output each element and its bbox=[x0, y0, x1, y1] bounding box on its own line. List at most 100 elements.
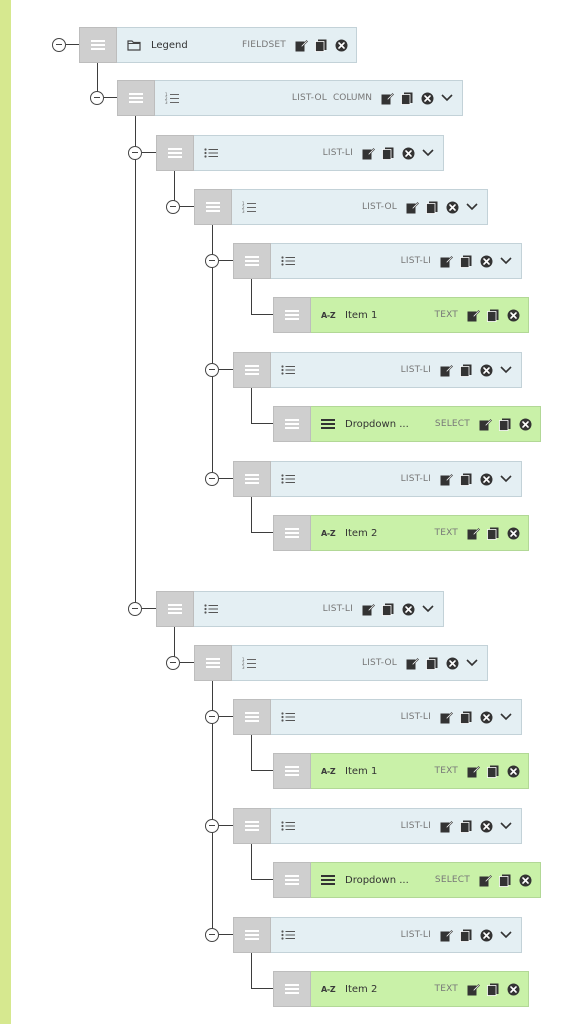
copy-icon[interactable] bbox=[498, 417, 512, 431]
copy-icon[interactable] bbox=[381, 146, 395, 160]
drag-handle-icon[interactable] bbox=[233, 243, 271, 279]
delete-icon[interactable] bbox=[506, 764, 520, 778]
copy-icon[interactable] bbox=[459, 472, 473, 486]
drag-handle-icon[interactable] bbox=[156, 591, 194, 627]
drag-handle-icon[interactable] bbox=[273, 297, 311, 333]
collapse-toggle-icon[interactable] bbox=[52, 38, 66, 52]
list-li-node[interactable]: LIST-LI bbox=[233, 461, 522, 497]
chevron-down-icon[interactable] bbox=[465, 656, 479, 670]
edit-icon[interactable] bbox=[361, 146, 375, 160]
drag-handle-icon[interactable] bbox=[233, 461, 271, 497]
edit-icon[interactable] bbox=[466, 982, 480, 996]
delete-icon[interactable] bbox=[479, 819, 493, 833]
collapse-toggle-icon[interactable] bbox=[166, 656, 180, 670]
delete-icon[interactable] bbox=[445, 656, 459, 670]
list-li-node[interactable]: LIST-LI bbox=[156, 591, 444, 627]
copy-icon[interactable] bbox=[459, 363, 473, 377]
copy-icon[interactable] bbox=[459, 254, 473, 268]
copy-icon[interactable] bbox=[459, 928, 473, 942]
list-li-node[interactable]: LIST-LI bbox=[233, 808, 522, 844]
edit-icon[interactable] bbox=[361, 602, 375, 616]
delete-icon[interactable] bbox=[479, 710, 493, 724]
copy-icon[interactable] bbox=[486, 308, 500, 322]
delete-icon[interactable] bbox=[420, 91, 434, 105]
collapse-toggle-icon[interactable] bbox=[128, 146, 142, 160]
list-li-node[interactable]: LIST-LI bbox=[233, 917, 522, 953]
edit-icon[interactable] bbox=[405, 656, 419, 670]
copy-icon[interactable] bbox=[314, 38, 328, 52]
delete-icon[interactable] bbox=[506, 308, 520, 322]
drag-handle-icon[interactable] bbox=[273, 862, 311, 898]
delete-icon[interactable] bbox=[518, 417, 532, 431]
chevron-down-icon[interactable] bbox=[499, 710, 513, 724]
drag-handle-icon[interactable] bbox=[79, 27, 117, 63]
edit-icon[interactable] bbox=[466, 308, 480, 322]
select-field-node[interactable]: Dropdown ...SELECT bbox=[273, 862, 541, 898]
collapse-toggle-icon[interactable] bbox=[90, 91, 104, 105]
collapse-toggle-icon[interactable] bbox=[166, 200, 180, 214]
edit-icon[interactable] bbox=[439, 819, 453, 833]
copy-icon[interactable] bbox=[486, 526, 500, 540]
delete-icon[interactable] bbox=[506, 526, 520, 540]
drag-handle-icon[interactable] bbox=[273, 753, 311, 789]
drag-handle-icon[interactable] bbox=[233, 352, 271, 388]
delete-icon[interactable] bbox=[479, 472, 493, 486]
list-li-node[interactable]: LIST-LI bbox=[233, 699, 522, 735]
collapse-toggle-icon[interactable] bbox=[205, 254, 219, 268]
edit-icon[interactable] bbox=[439, 472, 453, 486]
edit-icon[interactable] bbox=[439, 928, 453, 942]
chevron-down-icon[interactable] bbox=[421, 602, 435, 616]
edit-icon[interactable] bbox=[478, 873, 492, 887]
drag-handle-icon[interactable] bbox=[273, 971, 311, 1007]
copy-icon[interactable] bbox=[459, 710, 473, 724]
drag-handle-icon[interactable] bbox=[117, 80, 155, 116]
drag-handle-icon[interactable] bbox=[233, 699, 271, 735]
list-li-node[interactable]: LIST-LI bbox=[233, 243, 522, 279]
copy-icon[interactable] bbox=[459, 819, 473, 833]
delete-icon[interactable] bbox=[401, 146, 415, 160]
copy-icon[interactable] bbox=[400, 91, 414, 105]
list-li-node[interactable]: LIST-LI bbox=[156, 135, 444, 171]
chevron-down-icon[interactable] bbox=[499, 254, 513, 268]
chevron-down-icon[interactable] bbox=[499, 472, 513, 486]
delete-icon[interactable] bbox=[479, 254, 493, 268]
collapse-toggle-icon[interactable] bbox=[128, 602, 142, 616]
edit-icon[interactable] bbox=[439, 254, 453, 268]
copy-icon[interactable] bbox=[425, 200, 439, 214]
delete-icon[interactable] bbox=[445, 200, 459, 214]
edit-icon[interactable] bbox=[380, 91, 394, 105]
collapse-toggle-icon[interactable] bbox=[205, 819, 219, 833]
delete-icon[interactable] bbox=[506, 982, 520, 996]
edit-icon[interactable] bbox=[294, 38, 308, 52]
delete-icon[interactable] bbox=[334, 38, 348, 52]
delete-icon[interactable] bbox=[518, 873, 532, 887]
chevron-down-icon[interactable] bbox=[499, 928, 513, 942]
collapse-toggle-icon[interactable] bbox=[205, 710, 219, 724]
copy-icon[interactable] bbox=[381, 602, 395, 616]
edit-icon[interactable] bbox=[466, 526, 480, 540]
drag-handle-icon[interactable] bbox=[156, 135, 194, 171]
drag-handle-icon[interactable] bbox=[273, 406, 311, 442]
copy-icon[interactable] bbox=[486, 764, 500, 778]
chevron-down-icon[interactable] bbox=[465, 200, 479, 214]
drag-handle-icon[interactable] bbox=[273, 515, 311, 551]
edit-icon[interactable] bbox=[405, 200, 419, 214]
edit-icon[interactable] bbox=[478, 417, 492, 431]
collapse-toggle-icon[interactable] bbox=[205, 472, 219, 486]
edit-icon[interactable] bbox=[466, 764, 480, 778]
delete-icon[interactable] bbox=[401, 602, 415, 616]
delete-icon[interactable] bbox=[479, 363, 493, 377]
copy-icon[interactable] bbox=[498, 873, 512, 887]
drag-handle-icon[interactable] bbox=[233, 808, 271, 844]
chevron-down-icon[interactable] bbox=[440, 91, 454, 105]
chevron-down-icon[interactable] bbox=[421, 146, 435, 160]
collapse-toggle-icon[interactable] bbox=[205, 363, 219, 377]
